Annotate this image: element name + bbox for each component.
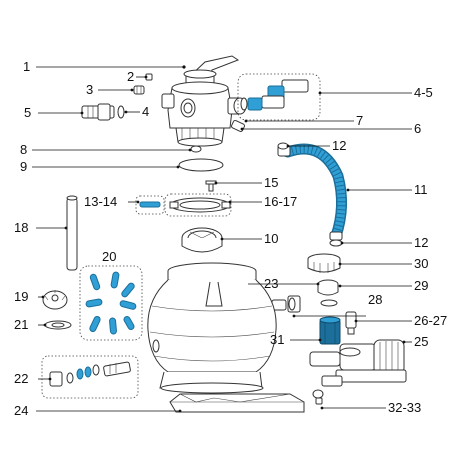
central-pipe <box>66 195 78 271</box>
label-30: 30 <box>414 256 428 271</box>
pump-lid <box>307 253 341 273</box>
filter-pump <box>309 339 407 387</box>
label-12-bottom: 12 <box>414 235 428 250</box>
label-13-14: 13-14 <box>84 194 117 209</box>
leader-lines <box>32 65 412 413</box>
pump-drain-plugs <box>312 389 324 405</box>
label-2: 2 <box>127 69 134 84</box>
tank-drain-assembly <box>41 355 139 399</box>
label-9: 9 <box>20 159 27 174</box>
label-23: 23 <box>264 276 278 291</box>
label-25: 25 <box>414 334 428 349</box>
pump-union <box>317 279 339 296</box>
lateral-hub <box>42 290 68 310</box>
label-21: 21 <box>14 317 28 332</box>
label-8: 8 <box>20 142 27 157</box>
label-28: 28 <box>368 292 382 307</box>
valve-clamp <box>231 119 245 133</box>
label-22: 22 <box>14 371 28 386</box>
label-26-27: 26-27 <box>414 313 447 328</box>
label-7: 7 <box>356 113 363 128</box>
label-12-top: 12 <box>332 138 346 153</box>
filter-tank <box>147 262 277 394</box>
label-4-5: 4-5 <box>414 85 433 100</box>
small-o-ring <box>190 145 202 153</box>
tank-flange-16-17 <box>164 193 232 217</box>
connector-set-4-5 <box>237 73 321 121</box>
hose-clamp-bottom <box>329 239 343 247</box>
label-18: 18 <box>14 220 28 235</box>
hose-clamp-top <box>277 142 289 150</box>
pump-fittings-26-27 <box>345 311 357 335</box>
tank-gasket <box>178 158 224 172</box>
callout-labels: 1 2 3 5 4 4-5 7 6 8 9 15 13-14 16-17 12 … <box>14 59 447 418</box>
connecting-hose <box>277 143 347 242</box>
union-o-ring <box>320 299 338 307</box>
label-5: 5 <box>24 105 31 120</box>
label-6: 6 <box>414 121 421 136</box>
ground-cloth <box>169 393 305 413</box>
label-29: 29 <box>414 278 428 293</box>
label-32-33: 32-33 <box>388 400 421 415</box>
label-11: 11 <box>414 182 428 197</box>
filter-cartridge <box>319 316 341 345</box>
label-24: 24 <box>14 403 28 418</box>
bolt-set-13-14 <box>135 195 165 215</box>
label-10: 10 <box>264 231 278 246</box>
hub-gasket <box>44 320 72 330</box>
label-1: 1 <box>23 59 30 74</box>
hose-connector-left <box>81 103 125 121</box>
label-15: 15 <box>264 175 278 190</box>
label-31: 31 <box>270 332 284 347</box>
label-19: 19 <box>14 289 28 304</box>
pump-inlet-fittings <box>271 295 301 313</box>
filter-strainer-basket <box>181 227 223 253</box>
label-4: 4 <box>142 104 149 119</box>
screw <box>205 180 217 192</box>
label-3: 3 <box>86 82 93 97</box>
drain-plug <box>133 85 145 95</box>
multiport-valve <box>161 55 247 147</box>
label-16-17: 16-17 <box>264 194 297 209</box>
laterals-set <box>79 265 143 341</box>
label-20: 20 <box>102 249 116 264</box>
